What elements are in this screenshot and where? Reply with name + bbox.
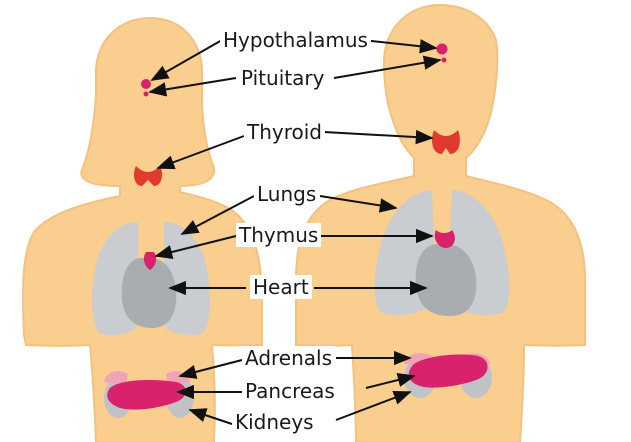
male-heart — [415, 244, 477, 316]
label-lungs: Lungs — [254, 182, 320, 206]
arrow-adrenals-female — [178, 359, 243, 379]
arrow-pituitary-female — [148, 77, 237, 97]
arrow-thyroid-male — [323, 129, 434, 145]
female-hypothalamus — [141, 79, 151, 89]
arrow-hypothalamus-female — [150, 39, 223, 81]
label-pituitary: Pituitary — [238, 66, 328, 90]
male-hypothalamus — [436, 43, 448, 55]
arrow-pancreas-male — [365, 372, 416, 389]
label-thyroid: Thyroid — [244, 120, 325, 144]
leader-arrows — [148, 39, 442, 425]
female-thyroid — [134, 166, 162, 186]
arrow-thyroid-female — [156, 135, 245, 170]
label-kidneys: Kidneys — [232, 410, 317, 434]
arrow-lungs-male — [319, 195, 398, 213]
male-thyroid — [432, 130, 460, 154]
arrow-kidneys-female — [188, 408, 233, 425]
label-thymus: Thymus — [236, 223, 322, 247]
arrow-hypothalamus-male — [361, 39, 438, 54]
arrow-kidneys-male — [335, 390, 412, 421]
male-thymus — [434, 230, 455, 248]
female-left-adrenal — [104, 371, 128, 384]
male-pituitary — [441, 57, 447, 63]
arrow-thymus-female — [154, 235, 237, 260]
female-heart — [121, 258, 177, 328]
female-pancreas — [107, 380, 186, 410]
label-hypothalamus: Hypothalamus — [220, 28, 371, 52]
female-pituitary — [143, 91, 149, 97]
arrow-pituitary-male — [333, 55, 442, 79]
label-adrenals: Adrenals — [242, 346, 336, 370]
male-body — [295, 3, 586, 442]
female-thymus — [143, 252, 157, 270]
label-heart: Heart — [250, 275, 312, 299]
arrow-lungs-female — [180, 195, 255, 235]
label-pancreas: Pancreas — [242, 379, 338, 403]
male-pancreas — [408, 354, 488, 388]
